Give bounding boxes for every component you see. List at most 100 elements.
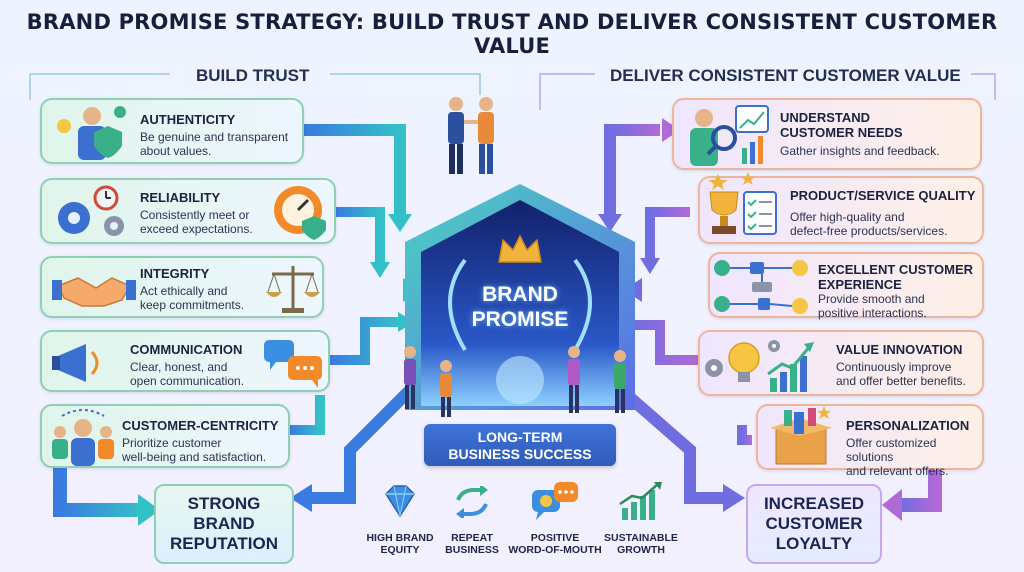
metric-sustainable-growth: SUSTAINABLE GROWTH <box>598 532 684 556</box>
banner-line-2: BUSINESS SUCCESS <box>448 446 592 462</box>
customer-experience-card: EXCELLENT CUSTOMER EXPERIENCE Provide sm… <box>708 252 984 320</box>
loyalty-line-2: CUSTOMER <box>765 514 863 533</box>
diamond-icon <box>385 485 415 518</box>
reliability-desc: Consistently meet or exceed expectations… <box>140 208 253 236</box>
metric-positive-word-of-mouth: POSITIVE WORD-OF-MOUTH <box>504 532 606 556</box>
communication-desc: Clear, honest, and open communication. <box>130 360 244 388</box>
brand-promise-text: BRAND PROMISE <box>440 282 600 332</box>
value-innovation-desc: Continuously improve and offer better be… <box>836 360 966 388</box>
gift-box-icon <box>770 406 832 465</box>
reputation-line-1: STRONG <box>187 494 261 513</box>
customer-centricity-card: CUSTOMER-CENTRICITY Prioritize customer … <box>40 404 290 468</box>
handshake-icon <box>52 277 136 307</box>
increased-customer-loyalty-box: INCREASED CUSTOMER LOYALTY <box>746 484 882 564</box>
megaphone-icon <box>52 344 99 382</box>
value-innovation-title: VALUE INNOVATION <box>836 342 963 357</box>
integrity-title: INTEGRITY <box>140 266 210 281</box>
integrity-desc-line-2: keep commitments. <box>140 298 245 312</box>
product-quality-desc-line-1: Offer high-quality and <box>790 210 905 224</box>
page-title: BRAND PROMISE STRATEGY: BUILD TRUST AND … <box>26 10 998 58</box>
trophy-checklist-icon <box>708 172 777 235</box>
gauge-shield-icon <box>274 186 326 240</box>
authenticity-card: AUTHENTICITY Be genuine and transparent … <box>40 98 304 164</box>
brand-promise-line-2: PROMISE <box>471 308 569 331</box>
customer-centricity-desc-line-2: well-being and satisfaction. <box>122 450 267 464</box>
integrity-desc: Act ethically and keep commitments. <box>140 284 244 312</box>
customer-centricity-desc: Prioritize customer well-being and satis… <box>122 436 266 464</box>
customer-experience-desc: Provide smooth and positive interactions… <box>818 292 927 320</box>
reputation-line-3: REPUTATION <box>170 534 278 553</box>
value-innovation-card: VALUE INNOVATION Continuously improve an… <box>698 330 984 396</box>
customer-experience-title-line-1: EXCELLENT CUSTOMER <box>818 262 974 277</box>
integrity-desc-line-1: Act ethically and <box>140 284 228 298</box>
lightbulb-growth-icon <box>705 340 814 392</box>
strong-brand-reputation-box: STRONG BRAND REPUTATION <box>154 484 294 564</box>
authenticity-desc: Be genuine and transparent about values. <box>140 130 288 158</box>
loyalty-line-1: INCREASED <box>763 494 865 513</box>
communication-desc-line-1: Clear, honest, and <box>130 360 228 374</box>
metric-repeat-business: REPEAT BUSINESS <box>432 532 512 556</box>
understand-needs-title-line-1: UNDERSTAND <box>780 110 871 125</box>
growth-chart-icon <box>619 482 662 520</box>
authenticity-desc-line-1: Be genuine and transparent <box>140 130 289 144</box>
reliability-card: RELIABILITY Consistently meet or exceed … <box>40 178 336 244</box>
value-innovation-desc-line-1: Continuously improve <box>836 360 952 374</box>
chat-icon <box>532 482 578 520</box>
brand-promise-line-1: BRAND <box>482 283 558 306</box>
long-term-success-banner: LONG-TERM BUSINESS SUCCESS <box>424 424 616 466</box>
metric-1-line-2: EQUITY <box>380 544 420 556</box>
personalization-card: PERSONALIZATION Offer customized solutio… <box>756 404 984 478</box>
metric-high-brand-equity: HIGH BRAND EQUITY <box>356 532 444 556</box>
metric-4-line-2: GROWTH <box>617 544 665 556</box>
metric-4-line-1: SUSTAINABLE <box>604 532 678 544</box>
communication-title: COMMUNICATION <box>130 342 243 357</box>
customer-centricity-desc-line-1: Prioritize customer <box>122 436 222 450</box>
integrity-card: INTEGRITY Act ethically and keep commitm… <box>40 256 324 318</box>
metric-1-line-1: HIGH BRAND <box>366 532 434 544</box>
communication-desc-line-2: open communication. <box>130 374 245 388</box>
refresh-icon <box>456 486 488 518</box>
speech-bubbles-icon <box>264 340 322 388</box>
product-quality-desc: Offer high-quality and defect-free produ… <box>790 210 947 238</box>
gears-clock-icon <box>58 185 124 236</box>
deliver-value-heading: DELIVER CONSISTENT CUSTOMER VALUE <box>600 66 971 86</box>
understand-needs-card: UNDERSTAND CUSTOMER NEEDS Gather insight… <box>672 98 982 170</box>
personalization-desc-line-2: and relevant offers. <box>846 464 949 478</box>
authenticity-desc-line-2: about values. <box>140 144 212 158</box>
team-figures-illustration <box>404 346 626 417</box>
scales-icon <box>266 266 320 313</box>
product-quality-title: PRODUCT/SERVICE QUALITY <box>790 188 976 203</box>
customer-experience-desc-line-2: positive interactions. <box>818 306 927 320</box>
customer-group-icon <box>52 409 114 466</box>
handshake-people-illustration <box>448 97 494 174</box>
personalization-title: PERSONALIZATION <box>846 418 970 433</box>
product-quality-card: PRODUCT/SERVICE QUALITY Offer high-quali… <box>698 172 984 244</box>
metric-3-line-1: POSITIVE <box>530 532 580 544</box>
customer-experience-title: EXCELLENT CUSTOMER EXPERIENCE <box>818 262 973 292</box>
understand-needs-desc: Gather insights and feedback. <box>780 144 940 158</box>
personalization-desc: Offer customized solutions and relevant … <box>846 436 982 478</box>
metric-2-line-1: REPEAT <box>451 532 493 544</box>
metric-3-line-2: WORD-OF-MOUTH <box>508 544 602 556</box>
customer-experience-title-line-2: EXPERIENCE <box>818 277 902 292</box>
understand-needs-title: UNDERSTAND CUSTOMER NEEDS <box>780 110 903 140</box>
customer-centricity-title: CUSTOMER-CENTRICITY <box>122 418 279 433</box>
value-innovation-desc-line-2: and offer better benefits. <box>836 374 966 388</box>
understand-needs-title-line-2: CUSTOMER NEEDS <box>780 125 903 140</box>
customer-experience-desc-line-1: Provide smooth and <box>818 292 925 306</box>
reliability-desc-line-1: Consistently meet or <box>140 208 250 222</box>
magnifier-analyst-icon <box>690 105 769 166</box>
reliability-title: RELIABILITY <box>140 190 221 205</box>
loyalty-line-3: LOYALTY <box>775 534 853 553</box>
journey-flow-icon <box>714 260 808 314</box>
build-trust-heading: BUILD TRUST <box>186 66 320 86</box>
person-shield-icon <box>57 106 126 160</box>
metric-2-line-2: BUSINESS <box>445 544 499 556</box>
communication-card: COMMUNICATION Clear, honest, and open co… <box>40 330 330 392</box>
product-quality-desc-line-2: defect-free products/services. <box>790 224 948 238</box>
reputation-line-2: BRAND <box>193 514 255 533</box>
personalization-desc-line-1: Offer customized solutions <box>846 436 937 464</box>
authenticity-title: AUTHENTICITY <box>140 112 236 127</box>
banner-line-1: LONG-TERM <box>477 429 563 445</box>
